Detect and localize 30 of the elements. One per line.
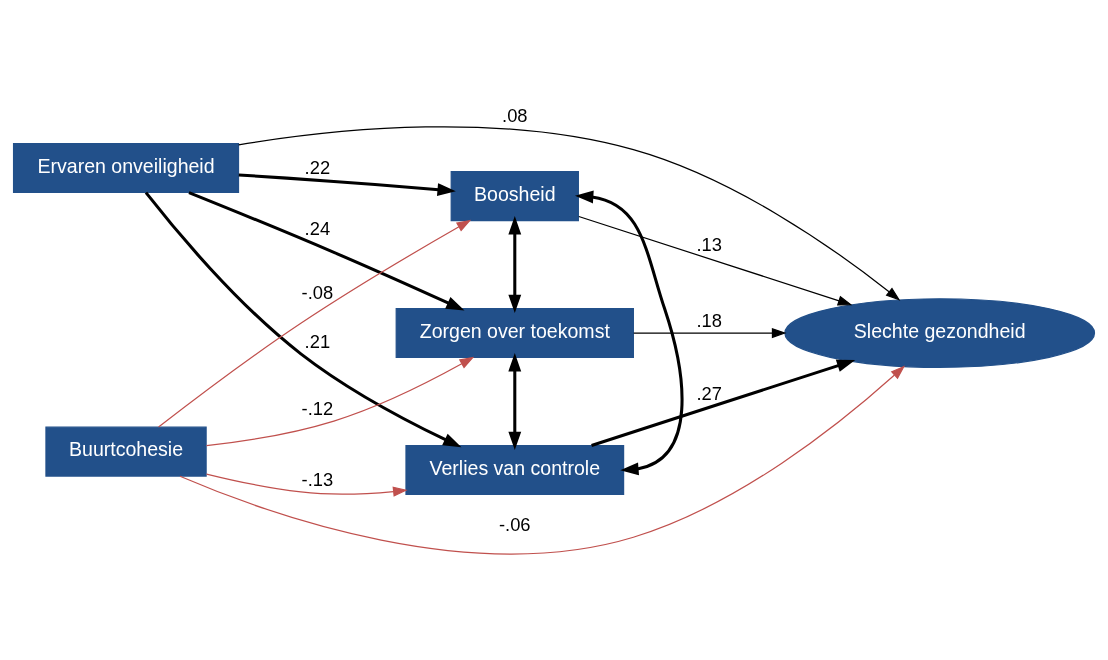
- arrow: [591, 359, 856, 447]
- edge-label: -.08: [301, 281, 334, 303]
- arrow: [144, 191, 462, 447]
- arrow: [633, 327, 787, 338]
- edge-label: .18: [696, 309, 722, 331]
- arrow: [188, 190, 465, 310]
- arrow: [508, 215, 522, 313]
- node-box: Zorgen over toekomst: [395, 307, 634, 358]
- edge-label: .13: [696, 233, 722, 255]
- node-box: Ervaren onveiligheid: [12, 142, 240, 193]
- edge-label: .27: [696, 382, 722, 404]
- edge-label: .08: [502, 104, 528, 126]
- arrow: [574, 190, 684, 475]
- arrow: [508, 352, 522, 450]
- arrow: [205, 472, 408, 497]
- edge-label: -.12: [301, 397, 334, 419]
- arrow: [238, 125, 901, 301]
- node-box: Verlies van controle: [405, 444, 625, 495]
- edge-label: -.13: [301, 468, 334, 490]
- edge-label: -.06: [499, 513, 531, 535]
- arrow: [205, 356, 475, 446]
- arrow: [157, 219, 472, 428]
- edge-label: .21: [304, 330, 331, 352]
- edge-label: .24: [304, 217, 331, 239]
- arrow: [578, 215, 853, 306]
- node-box: Buurtcohesie: [45, 426, 207, 477]
- edge-label: .22: [304, 156, 331, 178]
- node-box: Boosheid: [450, 170, 579, 221]
- arrow: [179, 365, 906, 555]
- arrow: [238, 172, 456, 196]
